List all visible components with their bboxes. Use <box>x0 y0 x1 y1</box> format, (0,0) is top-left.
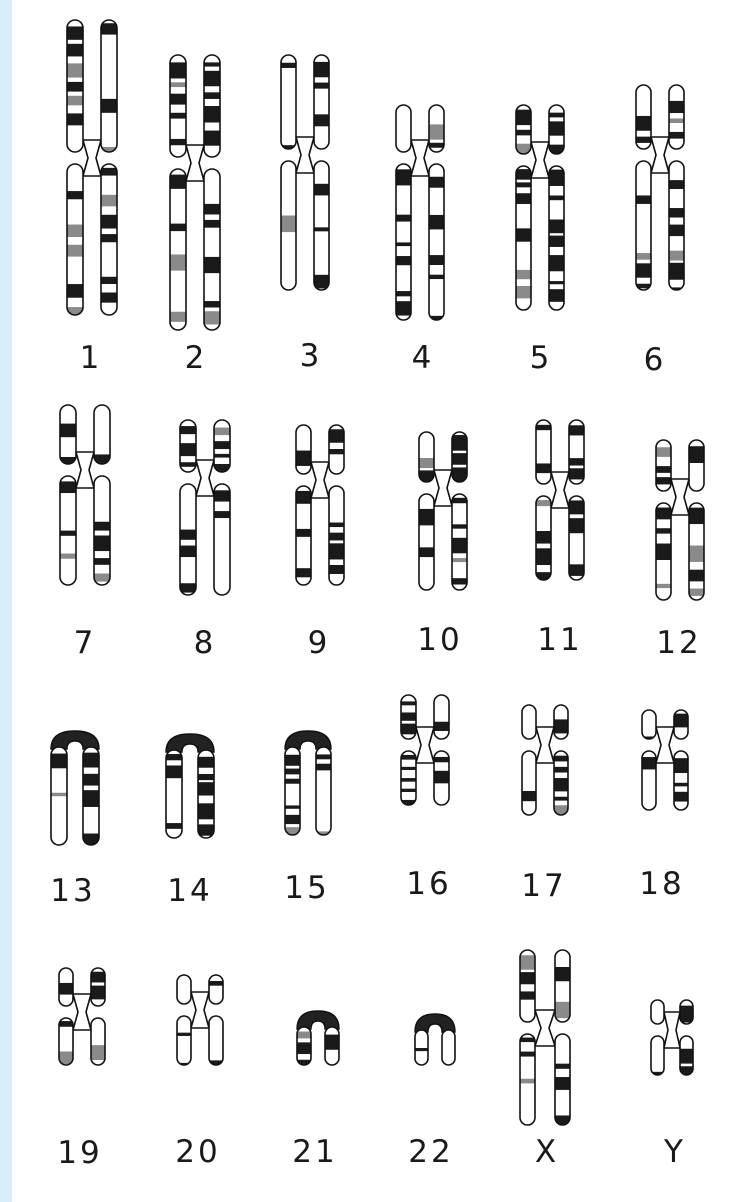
chromosome-label-3: 3 <box>266 341 356 372</box>
chromosome-label-21: 21 <box>270 1137 360 1168</box>
chromosome-label-13: 13 <box>28 876 118 907</box>
chromosome-label-5: 5 <box>496 343 586 374</box>
chromosome-label-y: Y <box>630 1137 720 1168</box>
chromosome-label-x: X <box>502 1137 592 1168</box>
chromosome-label-2: 2 <box>151 343 241 374</box>
chromosome-label-22: 22 <box>386 1137 476 1168</box>
chromosome-label-19: 19 <box>35 1138 125 1169</box>
chromosome-label-16: 16 <box>384 869 474 900</box>
chromosome-label-15: 15 <box>262 873 352 904</box>
chromosome-label-6: 6 <box>610 345 700 376</box>
chromosome-label-4: 4 <box>378 343 468 374</box>
chromosome-label-18: 18 <box>617 869 707 900</box>
chromosome-label-7: 7 <box>40 628 130 659</box>
chromosome-label-17: 17 <box>499 871 589 902</box>
chromosome-label-10: 10 <box>395 625 485 656</box>
chromosome-label-11: 11 <box>515 625 605 656</box>
chromosome-label-14: 14 <box>145 876 235 907</box>
chromosome-label-9: 9 <box>274 628 364 659</box>
chromosome-label-12: 12 <box>634 628 724 659</box>
chromosome-label-1: 1 <box>46 343 136 374</box>
chromosome-label-20: 20 <box>153 1137 243 1168</box>
chromosome-label-8: 8 <box>160 628 250 659</box>
